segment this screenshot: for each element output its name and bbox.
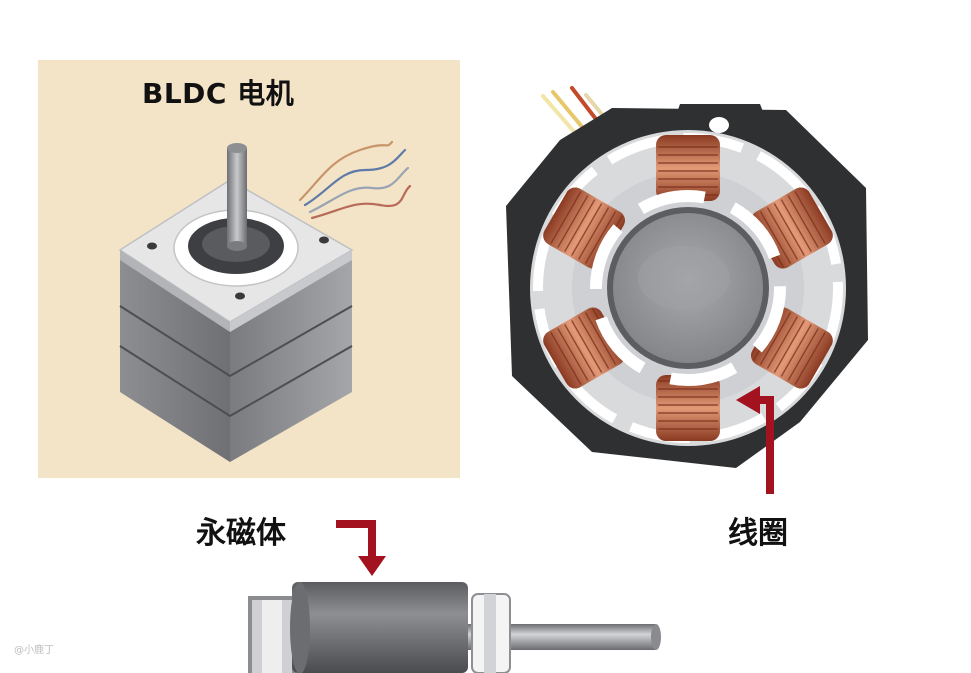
stator-cross-section [506,86,868,468]
bldc-motor-illustration [118,140,412,462]
motor-wires [298,140,412,220]
coil-pointer-arrow [736,386,774,494]
bldc-motor-title: BLDC 电机 [142,77,295,110]
coil-label: 线圈 [728,516,788,551]
permanent-magnet-label: 永磁体 [196,516,286,551]
magnet-pointer-arrow [336,520,386,576]
watermark-text: @小鹿丁 [14,645,54,656]
rotor-magnet-illustration [248,582,661,673]
